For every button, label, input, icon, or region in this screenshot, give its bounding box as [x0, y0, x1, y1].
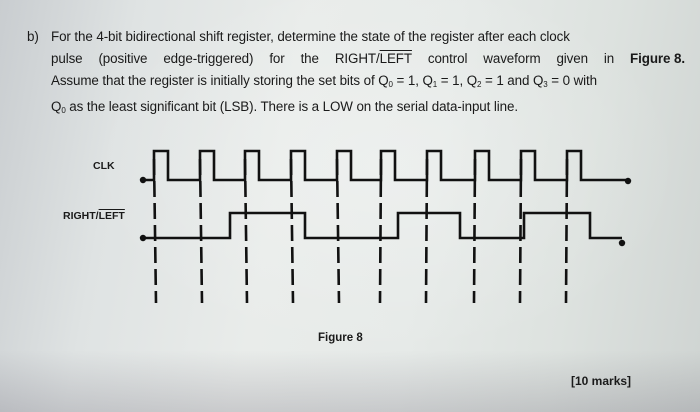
- right-left-waveform: [143, 211, 622, 240]
- clock-edge-dashed-line: [378, 158, 383, 304]
- clk-waveform: [143, 149, 628, 182]
- question-line-3: Assume that the register is initially st…: [51, 73, 597, 89]
- clock-edge-dashed-line: [424, 158, 429, 304]
- question-text: b) For the 4-bit bidirectional shift reg…: [27, 26, 687, 122]
- clock-edge-dashed-line: [472, 158, 477, 304]
- marks-label: [10 marks]: [571, 374, 632, 388]
- figure-reference: Figure 8.: [630, 51, 685, 66]
- figure-caption: Figure 8: [318, 332, 363, 344]
- rl-start-dot: [139, 234, 147, 242]
- question-line-1: For the 4-bit bidirectional shift regist…: [51, 29, 570, 44]
- question-line-4: Q0 as the least significant bit (LSB). T…: [51, 99, 518, 115]
- clock-edge-dashed-line: [518, 158, 523, 304]
- clock-edge-dashed-line: [198, 158, 204, 304]
- clock-edge-dashed-line: [289, 158, 295, 304]
- clk-start-dot: [139, 176, 147, 184]
- clock-edge-dashed-lines: [152, 158, 569, 304]
- question-line-2: pulse (positive edge-triggered) for the …: [51, 48, 685, 70]
- clk-label: CLK: [93, 160, 115, 172]
- right-left-label: RIGHT/LEFT: [63, 210, 125, 222]
- question-label: b): [27, 29, 39, 44]
- clock-edge-dashed-line: [152, 158, 158, 304]
- clock-edge-dashed-line: [564, 158, 569, 304]
- right-left-term: RIGHT/LEFT: [334, 51, 412, 66]
- clock-edge-dashed-line: [243, 158, 249, 304]
- clock-edge-dashed-line: [335, 158, 341, 304]
- clk-end-dot: [624, 177, 632, 185]
- rl-end-dot: [618, 239, 626, 247]
